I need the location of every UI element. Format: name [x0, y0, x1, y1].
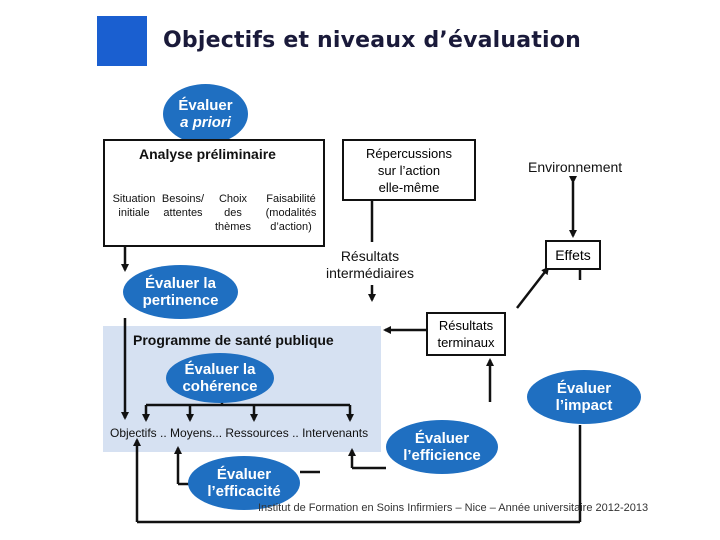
programme-title: Programme de santé publique [133, 332, 334, 348]
bubble-a-priori-line2: a priori [180, 114, 231, 131]
bubble-coherence-line1: Évaluer la [184, 361, 256, 378]
programme-items: Objectifs .. Moyens... Ressources .. Int… [110, 426, 369, 440]
analyse-item-faisabilite: Faisabilité (modalités d’action) [260, 192, 322, 234]
bubble-efficience-line2: l’efficience [403, 447, 481, 464]
bubble-efficacite-line1: Évaluer [216, 466, 272, 483]
resultats-terminaux-l1: Résultats [438, 318, 494, 333]
analyse-item-besoins-l1: Besoins/ [161, 193, 205, 205]
resultats-intermediaires-l2: intermédiaires [326, 265, 414, 281]
bubble-impact-line1: Évaluer [556, 380, 612, 397]
bubble-pertinence-line1: Évaluer la [145, 275, 216, 292]
resultats-terminaux-l2: terminaux [437, 335, 495, 350]
analyse-title: Analyse préliminaire [139, 146, 276, 162]
bubble-evaluer-impact: Évaluer l’impact [527, 370, 641, 424]
bubble-efficacite-line2: l’efficacité [207, 483, 281, 500]
bubble-efficience-line1: Évaluer [414, 430, 470, 447]
page-title: Objectifs et niveaux d’évaluation [163, 28, 581, 53]
repercussions-l3: elle-même [378, 180, 440, 195]
repercussions-l2: sur l’action [377, 163, 441, 178]
resultats-intermediaires: Résultats intermédiaires [318, 248, 422, 282]
analyse-item-faisabilite-l3: d’action) [270, 221, 312, 233]
bubble-impact-line2: l’impact [555, 397, 613, 414]
analyse-item-choix: Choix des thèmes [210, 192, 256, 234]
bubble-coherence-line2: cohérence [182, 378, 258, 395]
bubble-pertinence-line2: pertinence [142, 292, 219, 309]
analyse-item-choix-l3: thèmes [214, 221, 252, 233]
analyse-preliminaire-box [103, 139, 325, 247]
logo-square [97, 16, 147, 66]
analyse-item-situation: Situation initiale [110, 192, 158, 220]
analyse-item-faisabilite-l1: Faisabilité [266, 193, 316, 205]
effets-box: Effets [545, 240, 601, 270]
analyse-item-situation-l2: initiale [118, 207, 150, 219]
environnement-label: Environnement [528, 159, 623, 175]
effets-label: Effets [555, 247, 591, 263]
footer-text: Institut de Formation en Soins Infirmier… [258, 502, 649, 514]
bubble-evaluer-efficacite: Évaluer l’efficacité [188, 456, 300, 510]
analyse-item-choix-l2: des [224, 207, 242, 219]
resultats-intermediaires-l1: Résultats [340, 248, 400, 264]
bubble-evaluer-efficience: Évaluer l’efficience [386, 420, 498, 474]
repercussions-box: Répercussions sur l’action elle-même [342, 139, 476, 201]
resultats-terminaux-box: Résultats terminaux [426, 312, 506, 356]
repercussions-l1: Répercussions [366, 146, 452, 161]
analyse-item-besoins-l2: attentes [163, 207, 203, 219]
bubble-evaluer-coherence: Évaluer la cohérence [166, 353, 274, 403]
bubble-evaluer-pertinence: Évaluer la pertinence [123, 265, 238, 319]
analyse-item-faisabilite-l2: (modalités [265, 207, 317, 219]
bubble-evaluer-a-priori: Évaluer a priori [163, 84, 248, 144]
analyse-item-besoins: Besoins/ attentes [158, 192, 208, 220]
bubble-a-priori-line1: Évaluer [178, 97, 233, 114]
analyse-item-choix-l1: Choix [218, 193, 248, 205]
analyse-item-situation-l1: Situation [112, 193, 156, 205]
